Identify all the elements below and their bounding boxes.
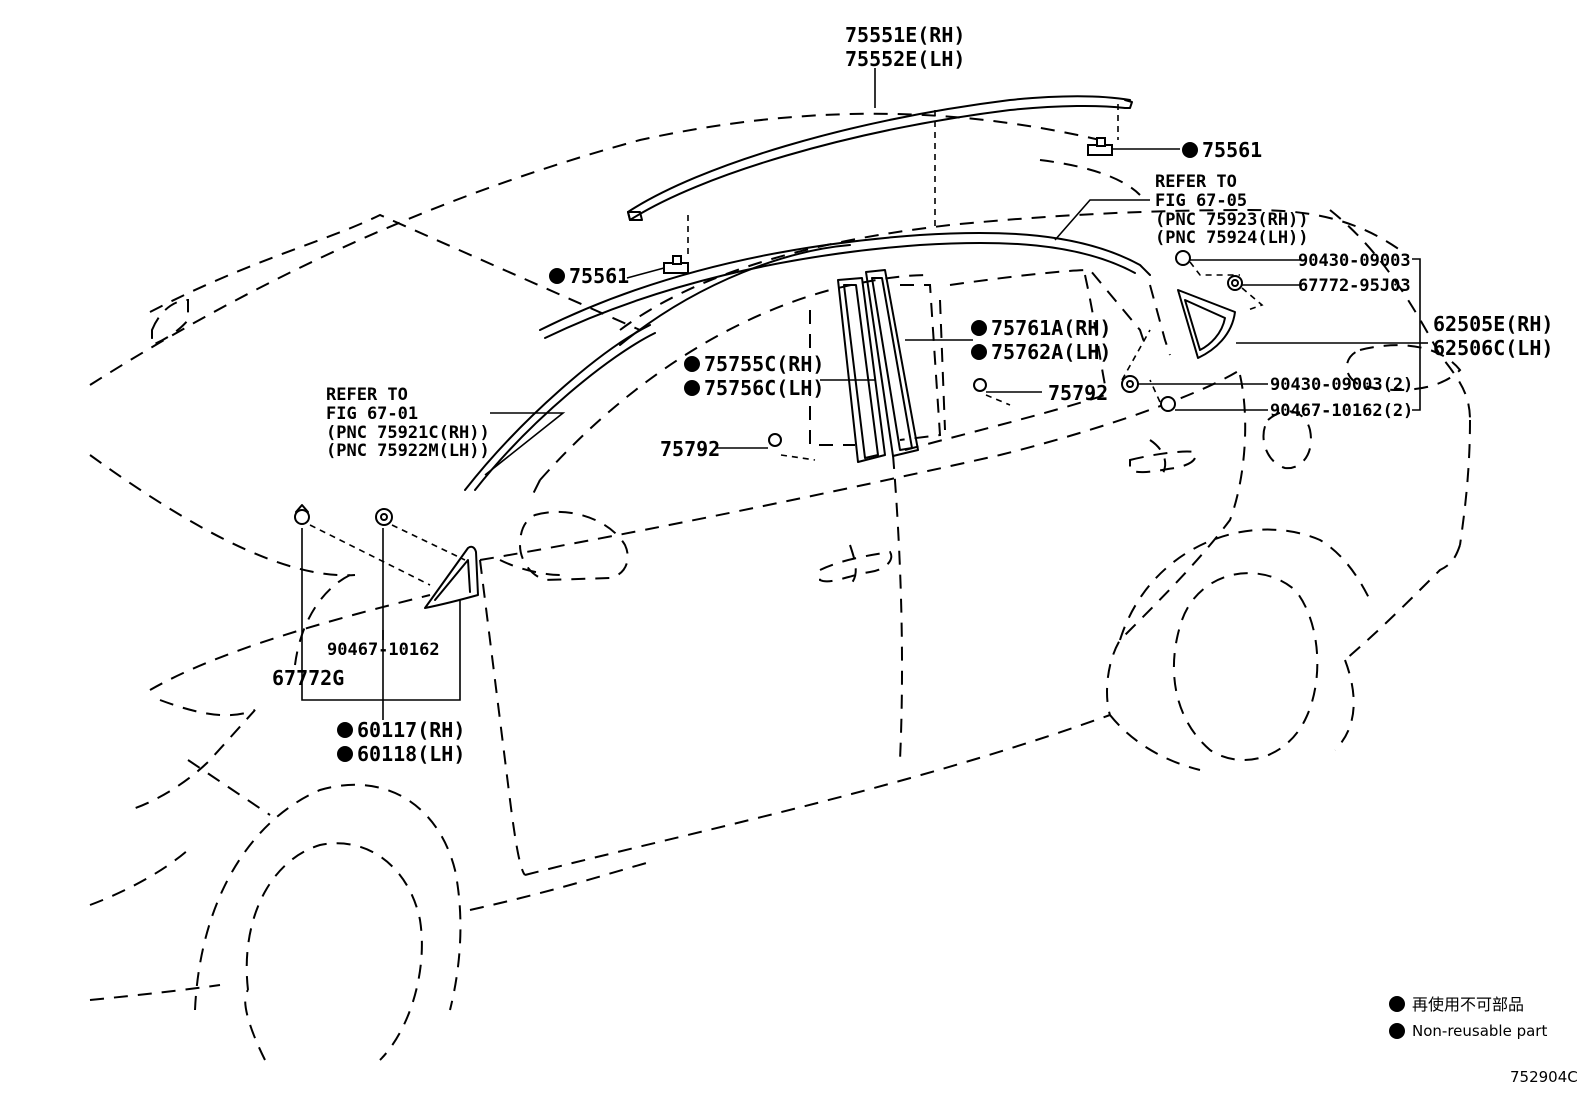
center-pillar-garnish xyxy=(837,269,919,463)
roof-drip-moulding xyxy=(627,95,1133,221)
quarter-window-assy xyxy=(1177,289,1236,359)
label-62505: 62505E(RH) xyxy=(1433,312,1553,336)
legend-jp: 再使用不可部品 xyxy=(1412,995,1524,1014)
label-90467-a: 90467-10162 xyxy=(327,640,440,660)
label-refer1-line3: (PNC 75921C(RH)) xyxy=(326,423,490,443)
label-62506: 62506C(LH) xyxy=(1433,336,1553,360)
legend-dot-jp xyxy=(1389,996,1405,1012)
car-body-outline xyxy=(89,112,1471,1061)
label-67772g: 67772G xyxy=(272,666,344,690)
label-67772-95: 67772-95J03 xyxy=(1298,276,1411,296)
non-reusable-dot xyxy=(684,380,700,396)
leader-lines xyxy=(301,68,1428,720)
label-75761: 75761A(RH) xyxy=(991,316,1111,340)
label-refer2-line1: REFER TO xyxy=(1155,172,1237,192)
label-75762: 75762A(LH) xyxy=(991,340,1111,364)
label-refer2-line4: (PNC 75924(LH)) xyxy=(1155,228,1309,248)
label-60118: 60118(LH) xyxy=(357,742,465,766)
label-75792-a: 75792 xyxy=(1048,381,1108,405)
label-refer1-line1: REFER TO xyxy=(326,385,408,405)
part-labels: 75551E(RH) 75552E(LH) 75561 75561 REFER … xyxy=(272,23,1553,766)
non-reusable-dot xyxy=(549,268,565,284)
label-top-lh: 75552E(LH) xyxy=(845,47,965,71)
non-reusable-dot xyxy=(971,344,987,360)
non-reusable-dot xyxy=(337,746,353,762)
label-60117: 60117(RH) xyxy=(357,718,465,742)
label-refer1-line4: (PNC 75922M(LH)) xyxy=(326,441,490,461)
label-75792-b: 75792 xyxy=(660,437,720,461)
front-pillar-garnish xyxy=(424,545,479,609)
label-clip-left: 75561 xyxy=(569,264,629,288)
label-refer2-line2: FIG 67-05 xyxy=(1155,191,1247,211)
label-90430-b: 90430-09003(2) xyxy=(1270,375,1413,395)
label-90430-a: 90430-09003 xyxy=(1298,251,1411,271)
label-75755: 75755C(RH) xyxy=(704,352,824,376)
label-75756: 75756C(LH) xyxy=(704,376,824,400)
figure-id: 752904C xyxy=(1510,1068,1578,1086)
legend: 再使用不可部品 Non-reusable part xyxy=(1389,995,1547,1040)
legend-en: Non-reusable part xyxy=(1412,1022,1547,1040)
label-clip-right: 75561 xyxy=(1202,138,1262,162)
non-reusable-dot xyxy=(337,722,353,738)
non-reusable-dot xyxy=(971,320,987,336)
non-reusable-dot xyxy=(1182,142,1198,158)
windshield-moulding xyxy=(464,231,1151,491)
label-90467-b: 90467-10162(2) xyxy=(1270,401,1413,421)
label-refer1-line2: FIG 67-01 xyxy=(326,404,418,424)
legend-dot-en xyxy=(1389,1023,1405,1039)
non-reusable-dot xyxy=(684,356,700,372)
label-refer2-line3: (PNC 75923(RH)) xyxy=(1155,210,1309,230)
label-top-rh: 75551E(RH) xyxy=(845,23,965,47)
